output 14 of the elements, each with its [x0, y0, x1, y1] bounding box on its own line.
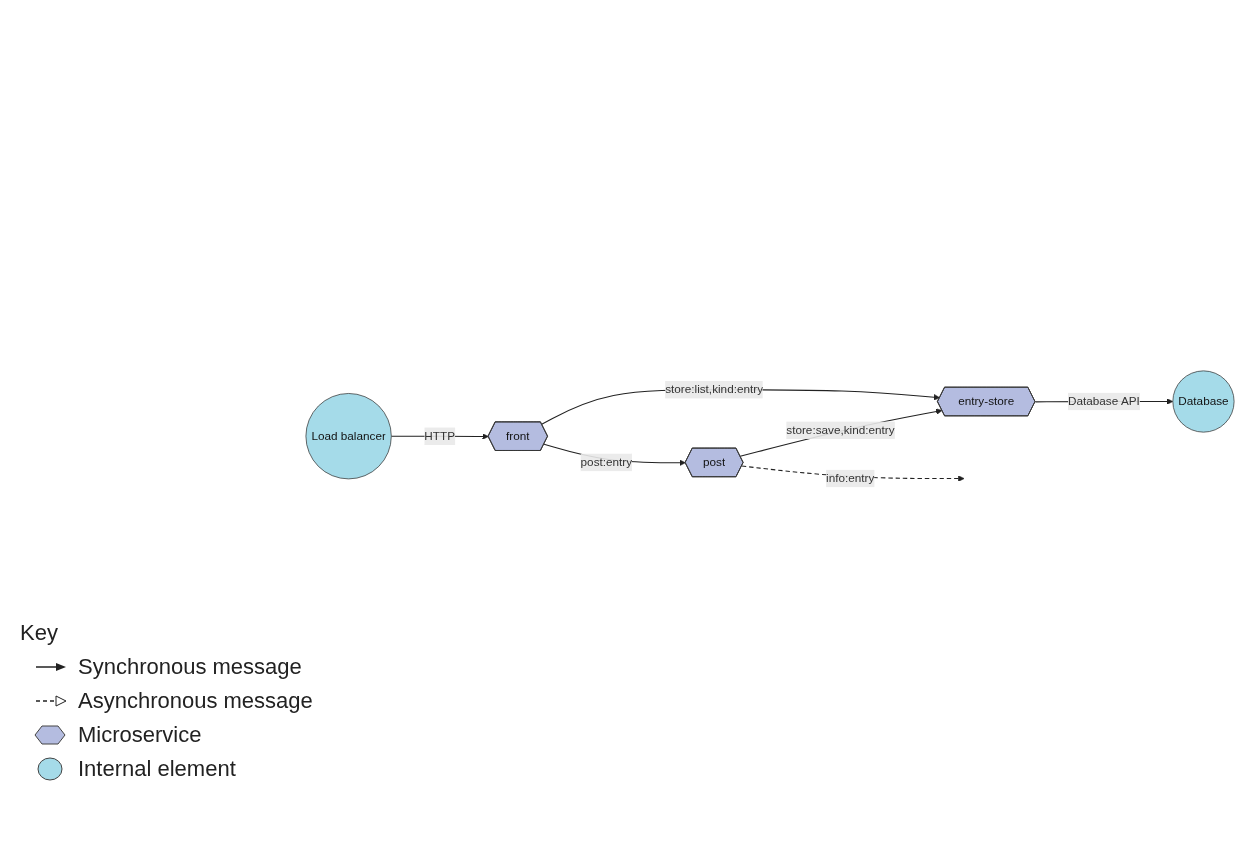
node-circle: Load balancer: [305, 392, 392, 480]
legend-label: Asynchronous message: [78, 688, 313, 714]
edge-label: store:save,kind:entry: [786, 423, 895, 436]
arrow: [739, 408, 943, 457]
edge-label: post:entry: [580, 455, 633, 469]
edge-label: store:list,kind:entry: [665, 382, 764, 396]
legend-label: Microservice: [78, 722, 202, 748]
edge-label: Database API: [1068, 394, 1140, 408]
legend-label: Synchronous message: [78, 654, 302, 680]
node-circle: Database: [1172, 370, 1235, 433]
legend-label: Internal element: [78, 756, 236, 782]
edge-label: HTTP: [424, 429, 456, 442]
legend-title: Key: [20, 620, 59, 646]
edge-label: info:entry: [826, 471, 875, 485]
